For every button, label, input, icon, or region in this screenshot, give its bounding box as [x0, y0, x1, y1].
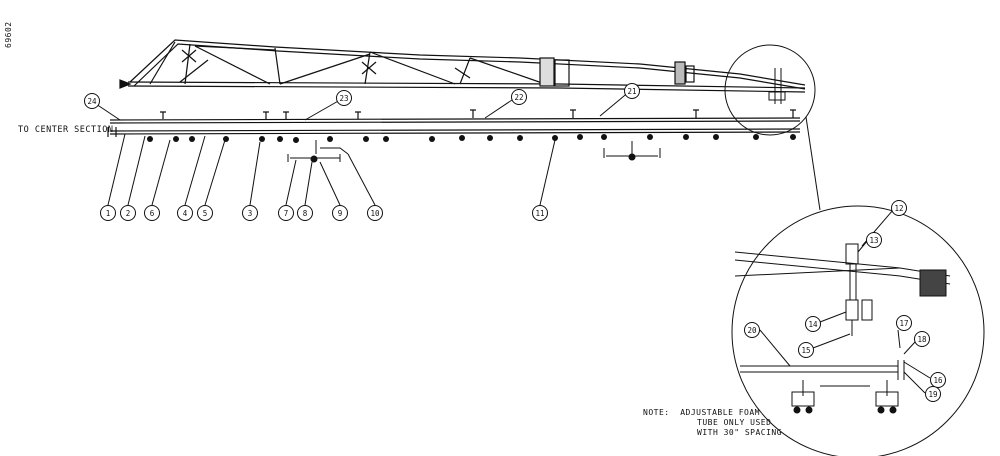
- callout-9: 9: [332, 205, 348, 221]
- callout-6: 6: [144, 205, 160, 221]
- callout-1: 1: [100, 205, 116, 221]
- callout-11: 11: [532, 205, 548, 221]
- callout-24: 24: [84, 93, 100, 109]
- callout-8: 8: [297, 205, 313, 221]
- drop-assembly: [287, 140, 661, 163]
- callout-23: 23: [336, 90, 352, 106]
- note-line: NOTE: ADJUSTABLE FOAM: [643, 408, 760, 417]
- callout-5: 5: [197, 205, 213, 221]
- callout-19: 19: [925, 386, 941, 402]
- lower-boom-pipe: [107, 127, 801, 137]
- callout-13: 13: [866, 232, 882, 248]
- nozzles: [147, 134, 796, 143]
- callout-21: 21: [624, 83, 640, 99]
- callout-15: 15: [798, 342, 814, 358]
- callout-2: 2: [120, 205, 136, 221]
- drawing-id: 69602: [4, 21, 13, 48]
- callout-20: 20: [744, 322, 760, 338]
- to-center-section-label: TO CENTER SECTION: [18, 125, 114, 135]
- upper-boom-pipe: [109, 109, 801, 124]
- detail-view: [724, 44, 985, 456]
- truss-boom: [119, 39, 806, 93]
- callout-3: 3: [242, 205, 258, 221]
- callout-12: 12: [891, 200, 907, 216]
- callout-14: 14: [805, 316, 821, 332]
- note-line: WITH 30" SPACING: [697, 428, 783, 437]
- callout-17: 17: [896, 315, 912, 331]
- callout-10: 10: [367, 205, 383, 221]
- callout-4: 4: [177, 205, 193, 221]
- callout-22: 22: [511, 89, 527, 105]
- callout-7: 7: [278, 205, 294, 221]
- note-line: TUBE ONLY USED: [697, 418, 772, 427]
- leader-lines: [95, 90, 631, 206]
- callout-18: 18: [914, 331, 930, 347]
